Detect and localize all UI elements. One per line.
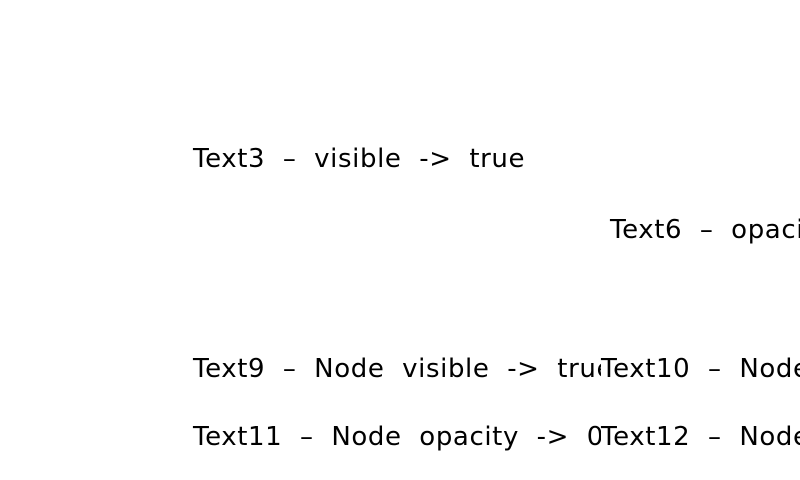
label-text10: Text10 – Node opacity -> 0.5: [601, 354, 800, 384]
label-text12: Text12 – Node visible -> true: [601, 422, 800, 452]
label-text6: Text6 – opacity -> 0.5: [610, 215, 800, 245]
label-text9: Text9 – Node visible -> true: [193, 354, 614, 384]
label-text3: Text3 – visible -> true: [193, 144, 526, 174]
label-text11: Text11 – Node opacity -> 0.5: [193, 422, 630, 452]
